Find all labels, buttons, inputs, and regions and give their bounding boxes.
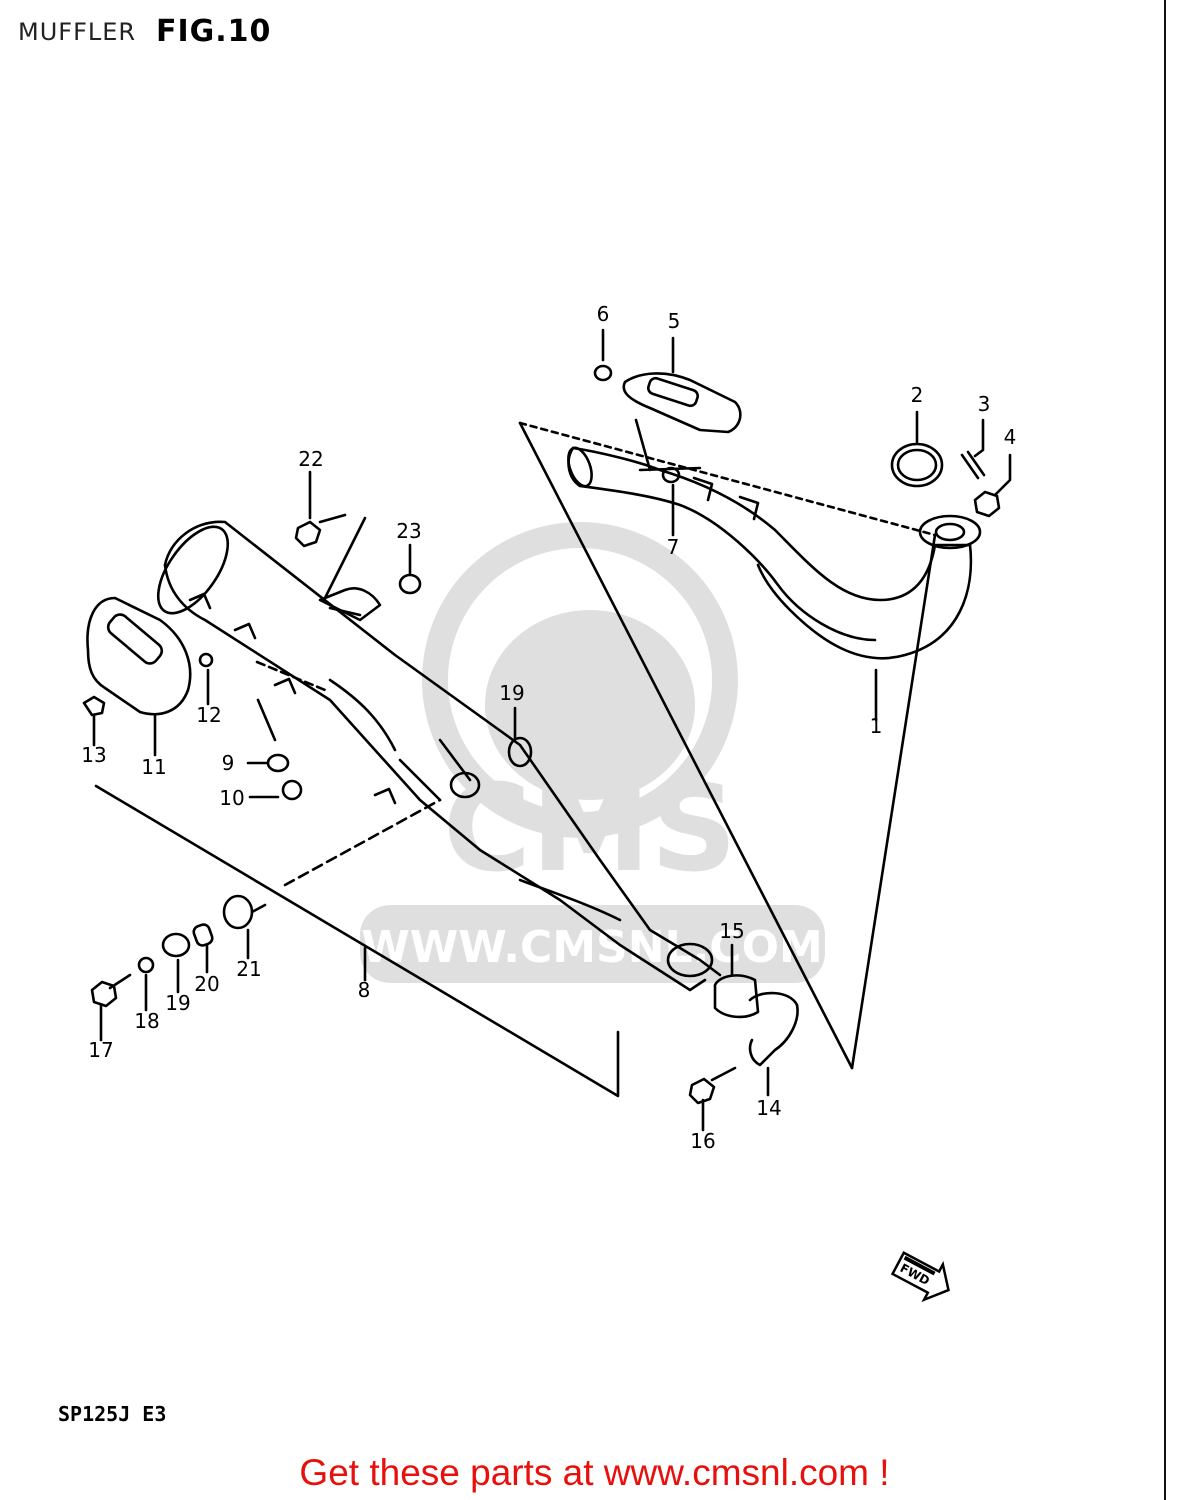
callout-14: 14 [756, 1096, 781, 1120]
callout-15: 15 [719, 919, 744, 943]
model-code: SP125J E3 [58, 1402, 167, 1426]
pipe-protector [622, 372, 742, 434]
pipe-clamp [748, 991, 799, 1067]
callout-10: 10 [219, 786, 244, 810]
callout-5: 5 [668, 309, 681, 333]
callout-17: 17 [88, 1038, 113, 1062]
callout-23: 23 [396, 519, 421, 543]
callout-2: 2 [911, 383, 924, 407]
callout-20: 20 [194, 972, 219, 996]
washer [198, 652, 214, 668]
callout-1: 1 [870, 714, 883, 738]
bolt [90, 973, 132, 1008]
heat-shield [86, 596, 192, 716]
footer-parts-link[interactable]: Get these parts at www.cmsnl.com ! [299, 1452, 890, 1493]
nut [398, 573, 422, 595]
cushion [222, 894, 254, 930]
muffler [156, 520, 722, 992]
leader-line [973, 418, 985, 458]
callout-8: 8 [358, 978, 371, 1002]
assembly-line [323, 516, 367, 617]
callout-12: 12 [196, 703, 221, 727]
page-border [1164, 0, 1166, 1500]
bolt [688, 1066, 737, 1105]
washer [266, 753, 290, 773]
callout-6: 6 [597, 302, 610, 326]
callout-9: 9 [222, 751, 235, 775]
assembly-line [283, 798, 442, 887]
stud-bolt [960, 450, 986, 480]
spacer [192, 923, 214, 947]
washer [137, 956, 155, 974]
reference-line [850, 533, 937, 1070]
reference-line [518, 421, 937, 537]
watermark-url: WWW.CMSNL.COM [361, 922, 823, 973]
exhaust-pipe [567, 446, 982, 660]
gasket [890, 442, 944, 488]
bolt [294, 513, 347, 548]
watermark-brand: CMS [443, 760, 737, 899]
section-title: MUFFLER [18, 18, 137, 46]
forward-arrow-icon: FWD [890, 1251, 950, 1303]
callout-22: 22 [298, 447, 323, 471]
leader-line [993, 453, 1012, 497]
nut [973, 490, 1001, 518]
callout-21: 21 [236, 957, 261, 981]
reference-line [518, 421, 854, 1070]
callout-13: 13 [81, 743, 106, 767]
washer [507, 736, 533, 768]
protector-bolt [593, 364, 613, 382]
figure-label: FIG.10 [156, 14, 272, 49]
callout-7: 7 [667, 535, 680, 559]
callout-4: 4 [1004, 425, 1017, 449]
assembly-line [94, 784, 620, 1098]
bolt [281, 779, 303, 801]
callout-19b: 19 [165, 991, 190, 1015]
watermark: CMS WWW.CMSNL.COM [360, 522, 825, 983]
joint-gasket [713, 974, 760, 1019]
callout-16: 16 [690, 1129, 715, 1153]
callout-11: 11 [141, 755, 166, 779]
callout-19a: 19 [499, 681, 524, 705]
bolt [82, 695, 106, 717]
callout-3: 3 [978, 392, 991, 416]
washer [161, 932, 191, 958]
callout-18: 18 [134, 1009, 159, 1033]
